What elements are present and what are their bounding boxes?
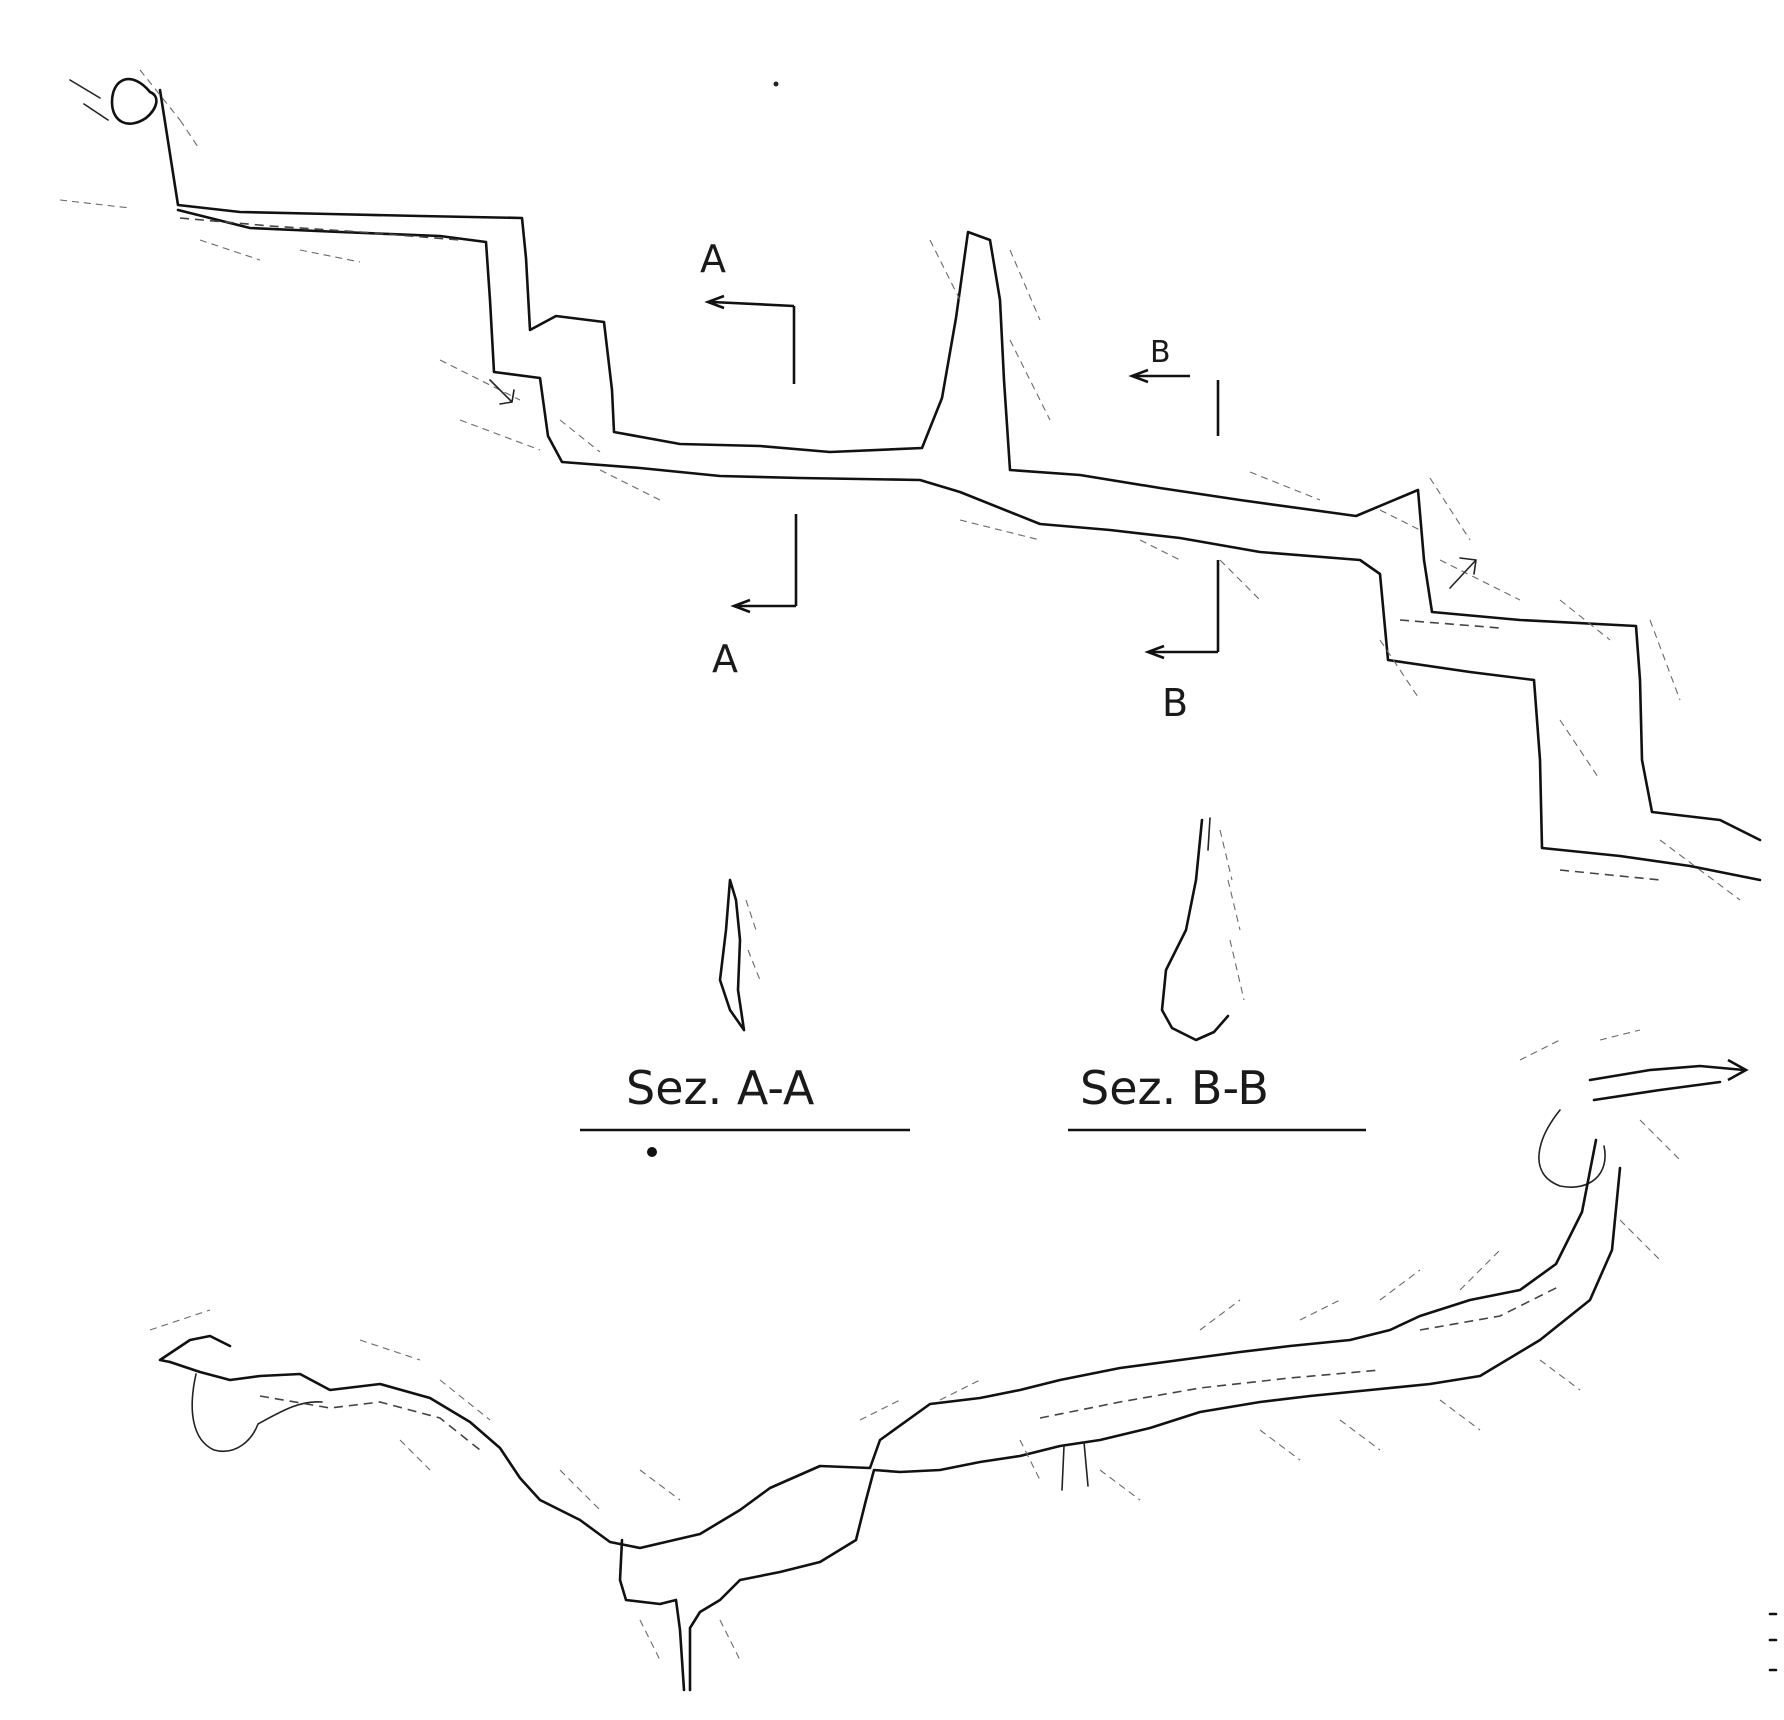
section-marker-b-bottom: B — [1162, 681, 1188, 725]
lower-passage — [149, 1029, 1749, 1692]
section-line-a — [704, 294, 798, 614]
entrance-chamber — [110, 77, 158, 125]
lower-passage-lower-wall — [688, 1166, 1622, 1692]
caption-section-a: Sez. A-A — [626, 1061, 815, 1115]
section-marker-a-bottom: A — [712, 637, 738, 681]
cross-section-a — [718, 878, 761, 1032]
section-line-b — [1128, 368, 1220, 660]
section-marker-b-top: B — [1150, 335, 1171, 370]
upper-passage — [59, 69, 1762, 901]
edge-marks — [1768, 1612, 1778, 1672]
ink-dot — [647, 1147, 657, 1157]
cross-section-b — [1160, 817, 1245, 1042]
passage-inner-wall — [176, 208, 1762, 882]
caption-section-b: Sez. B-B — [1080, 1061, 1269, 1115]
lower-passage-upper-wall — [168, 1138, 1598, 1550]
stray-mark — [773, 81, 779, 87]
section-marker-a-top: A — [700, 237, 726, 281]
passage-outer-wall — [158, 88, 1762, 842]
